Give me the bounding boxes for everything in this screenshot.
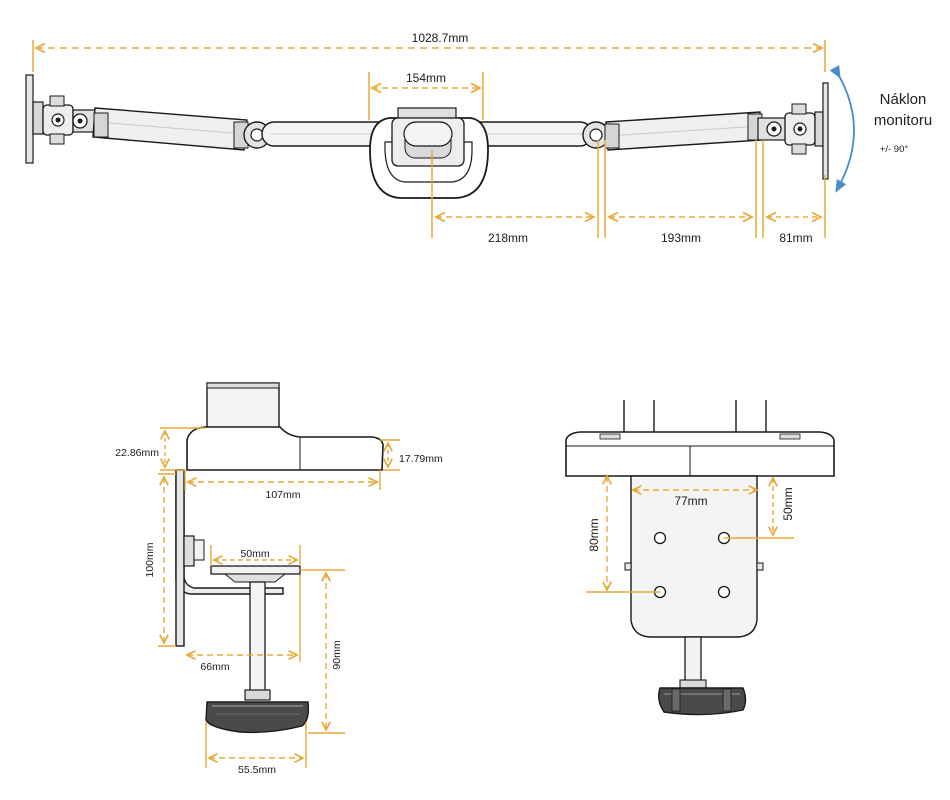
tilt-arc-icon <box>829 65 855 193</box>
mount-hole <box>653 531 667 545</box>
dim-front-height-label: 17.79mm <box>399 453 443 465</box>
right-elbow-joint <box>582 121 610 149</box>
dim-segment3-label: 81mm <box>779 231 812 245</box>
rear-screw-rod <box>684 636 702 686</box>
tilt-indicator: Náklon monitoru +/- 90° <box>829 65 932 193</box>
right-outer-arm <box>604 111 763 151</box>
dim-segment2-label: 193mm <box>661 231 701 245</box>
dim-base-width-label: 154mm <box>406 71 446 85</box>
rear-view: 77mm 80mm 50mm <box>565 400 835 716</box>
dim-base-depth-label: 107mm <box>265 489 300 501</box>
base-body <box>186 426 384 471</box>
dim-segment1-label: 218mm <box>488 231 528 245</box>
left-outer-arm <box>92 107 249 151</box>
clamp-knob <box>205 701 310 734</box>
dim-total-width: 1028.7mm <box>32 30 826 72</box>
tilt-label-line1: Náklon <box>880 91 927 108</box>
dim-base-height-label: 22.86mm <box>115 447 159 459</box>
tilt-angle-label: +/- 90° <box>880 144 909 155</box>
mount-hole <box>717 585 731 599</box>
pole-stub <box>206 382 280 432</box>
side-view: 22.86mm 17.79mm 107mm 100mm 50mm <box>115 382 443 776</box>
dim-hole-spacing-h-label: 77mm <box>674 494 707 508</box>
rear-dimensions: 77mm 80mm 50mm <box>586 476 795 593</box>
dim-base-width: 154mm <box>368 71 484 120</box>
pressure-plate <box>210 565 301 575</box>
dim-knob-width-label: 55.5mm <box>238 764 276 776</box>
left-vesa-plate <box>25 74 102 164</box>
dim-clamp-height-label: 100mm <box>144 542 156 577</box>
tilt-label-line2: monitoru <box>874 112 932 129</box>
dim-hole-offset-label: 50mm <box>781 487 795 520</box>
dim-screw-height-label: 90mm <box>331 640 343 669</box>
dim-total-width-label: 1028.7mm <box>412 31 469 45</box>
side-dimensions: 22.86mm 17.79mm 107mm 100mm 50mm <box>115 427 443 776</box>
screw-rod <box>249 581 266 695</box>
dim-clamp-reach-label: 66mm <box>200 661 229 673</box>
rear-base-body <box>565 431 835 477</box>
right-vesa-plate <box>757 82 829 180</box>
dim-arm-segments: 218mm 193mm 81mm <box>431 140 826 245</box>
dim-hole-spacing-v-label: 80mm <box>587 518 601 551</box>
clamp-base-top <box>369 107 489 199</box>
dim-plate-width-label: 50mm <box>240 548 269 560</box>
top-view: 1028.7mm 154mm <box>25 30 932 245</box>
